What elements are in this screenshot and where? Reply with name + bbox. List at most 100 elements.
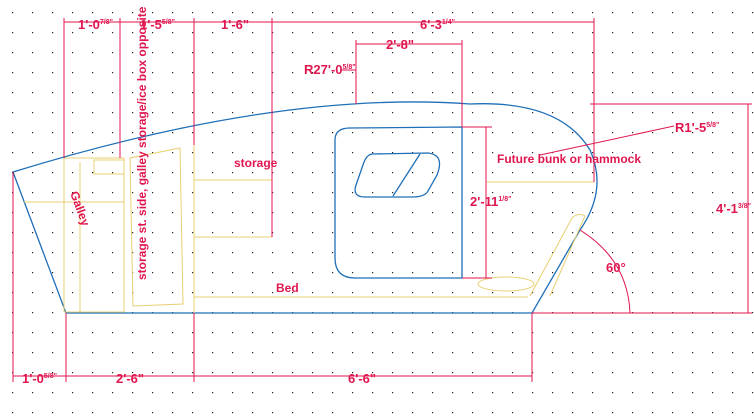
grid-dot xyxy=(372,232,374,234)
grid-dot xyxy=(252,92,254,94)
grid-dot xyxy=(652,172,654,174)
grid-dot xyxy=(92,52,94,54)
grid-dot xyxy=(612,132,614,134)
grid-dots xyxy=(12,12,754,414)
grid-dot xyxy=(112,172,114,174)
grid-dot xyxy=(192,52,194,54)
grid-dot xyxy=(612,392,614,394)
grid-dot xyxy=(532,192,534,194)
grid-dot xyxy=(72,232,74,234)
grid-dot xyxy=(512,112,514,114)
grid-dot xyxy=(52,112,54,114)
grid-dot xyxy=(172,352,174,354)
grid-dot xyxy=(732,12,734,14)
grid-dot xyxy=(332,232,334,234)
grid-dot xyxy=(652,332,654,334)
grid-dot xyxy=(252,132,254,134)
grid-dot xyxy=(272,32,274,34)
grid-dot xyxy=(372,192,374,194)
grid-dot xyxy=(192,292,194,294)
grid-dot xyxy=(232,212,234,214)
grid-dot xyxy=(412,232,414,234)
grid-dot xyxy=(552,352,554,354)
grid-dot xyxy=(172,52,174,54)
grid-dot xyxy=(212,352,214,354)
grid-dot xyxy=(332,172,334,174)
grid-dot xyxy=(532,72,534,74)
grid-dot xyxy=(92,412,94,414)
grid-dot xyxy=(12,92,14,94)
grid-dot xyxy=(392,332,394,334)
grid-dot xyxy=(452,252,454,254)
grid-dot xyxy=(412,292,414,294)
grid-dot xyxy=(332,92,334,94)
grid-dot xyxy=(212,272,214,274)
grid-dot xyxy=(152,332,154,334)
grid-dot xyxy=(452,132,454,134)
grid-dot xyxy=(492,352,494,354)
grid-dot xyxy=(192,272,194,274)
grid-dot xyxy=(712,292,714,294)
nose-inner xyxy=(529,213,586,297)
grid-dot xyxy=(172,232,174,234)
grid-dot xyxy=(132,372,134,374)
grid-dot xyxy=(572,392,574,394)
grid-dot xyxy=(12,52,14,54)
grid-dot xyxy=(712,332,714,334)
grid-dot xyxy=(312,132,314,134)
grid-dot xyxy=(532,172,534,174)
grid-dot xyxy=(692,112,694,114)
grid-dot xyxy=(412,52,414,54)
grid-dot xyxy=(52,212,54,214)
grid-dot xyxy=(252,352,254,354)
grid-dot xyxy=(252,112,254,114)
grid-dot xyxy=(252,192,254,194)
grid-dot xyxy=(32,372,34,374)
grid-dot xyxy=(532,32,534,34)
grid-dot xyxy=(312,272,314,274)
grid-dot xyxy=(92,92,94,94)
grid-dot xyxy=(92,212,94,214)
grid-dot xyxy=(412,92,414,94)
grid-dot xyxy=(392,112,394,114)
grid-dot xyxy=(432,292,434,294)
grid-dot xyxy=(192,392,194,394)
grid-dot xyxy=(472,112,474,114)
grid-dot xyxy=(252,52,254,54)
grid-dot xyxy=(592,392,594,394)
grid-dot xyxy=(312,412,314,414)
grid-dot xyxy=(172,32,174,34)
grid-dot xyxy=(412,272,414,274)
grid-dot xyxy=(652,292,654,294)
grid-dot xyxy=(152,212,154,214)
grid-dot xyxy=(52,272,54,274)
grid-dot xyxy=(732,392,734,394)
grid-dot xyxy=(372,112,374,114)
grid-dot xyxy=(592,172,594,174)
grid-dot xyxy=(212,392,214,394)
grid-dot xyxy=(632,232,634,234)
grid-dot xyxy=(52,312,54,314)
grid-dot xyxy=(92,12,94,14)
grid-dot xyxy=(632,72,634,74)
grid-dot xyxy=(632,112,634,114)
door-window-divider xyxy=(392,153,421,197)
grid-dot xyxy=(752,32,754,34)
grid-dot xyxy=(432,12,434,14)
grid-dot xyxy=(192,72,194,74)
grid-dot xyxy=(292,92,294,94)
grid-dot xyxy=(692,392,694,394)
grid-dot xyxy=(232,372,234,374)
grid-dot xyxy=(332,32,334,34)
grid-dot xyxy=(52,72,54,74)
grid-dot xyxy=(512,292,514,294)
grid-dot xyxy=(352,272,354,274)
grid-dot xyxy=(332,372,334,374)
grid-dot xyxy=(132,52,134,54)
grid-dot xyxy=(232,152,234,154)
grid-dot xyxy=(612,72,614,74)
grid-dot xyxy=(592,52,594,54)
grid-dot xyxy=(492,372,494,374)
grid-dot xyxy=(712,172,714,174)
grid-dot xyxy=(12,152,14,154)
